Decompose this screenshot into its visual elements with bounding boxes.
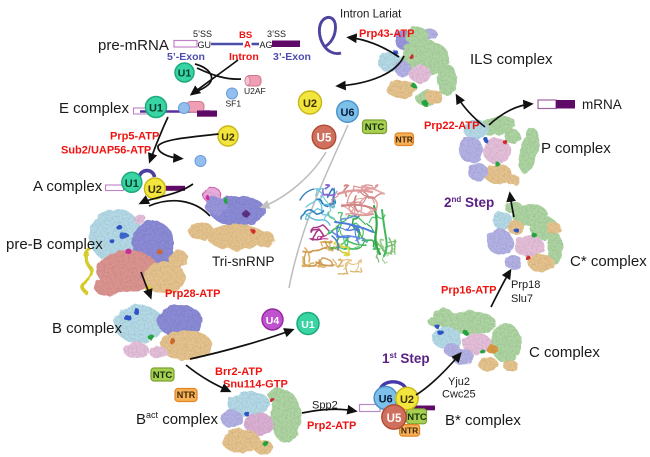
svg-text:A: A: [244, 40, 251, 51]
svg-text:Snu114-GTP: Snu114-GTP: [223, 379, 288, 391]
svg-text:C complex: C complex: [529, 344, 600, 361]
svg-text:U4: U4: [266, 315, 280, 327]
svg-text:NTC: NTC: [407, 412, 427, 423]
svg-text:SF1: SF1: [226, 99, 242, 109]
svg-text:Prp16-ATP: Prp16-ATP: [441, 285, 496, 297]
svg-text:Intron: Intron: [229, 51, 259, 63]
svg-text:Prp22-ATP: Prp22-ATP: [424, 120, 479, 132]
svg-text:NTC: NTC: [153, 370, 173, 381]
svg-text:pre-B complex: pre-B complex: [6, 236, 103, 253]
svg-text:NTR: NTR: [395, 134, 412, 144]
svg-text:3’-Exon: 3’-Exon: [273, 51, 311, 63]
svg-text:Slu7: Slu7: [511, 293, 533, 305]
svg-text:Prp43-ATP: Prp43-ATP: [359, 28, 414, 40]
svg-text:NTR: NTR: [401, 426, 418, 436]
svg-text:U1: U1: [301, 319, 315, 331]
svg-text:3’SS: 3’SS: [267, 29, 286, 39]
svg-text:U1: U1: [149, 103, 163, 115]
svg-text:Intron Lariat: Intron Lariat: [340, 9, 402, 21]
svg-text:NTR: NTR: [177, 390, 196, 400]
svg-text:mRNA: mRNA: [582, 97, 622, 112]
svg-text:U5: U5: [387, 413, 402, 425]
svg-text:U2: U2: [400, 394, 414, 406]
svg-text:A complex: A complex: [33, 178, 103, 195]
svg-text:U1: U1: [178, 68, 192, 80]
svg-text:GU: GU: [198, 40, 212, 50]
svg-text:Prp28-ATP: Prp28-ATP: [165, 288, 220, 300]
svg-text:U2AF: U2AF: [244, 86, 266, 96]
svg-text:U2: U2: [148, 184, 162, 196]
svg-text:Brr2-ATP: Brr2-ATP: [215, 366, 262, 378]
svg-text:U5: U5: [317, 133, 332, 145]
svg-text:P complex: P complex: [541, 140, 611, 157]
svg-text:AG: AG: [260, 40, 273, 50]
svg-text:U6: U6: [340, 107, 354, 119]
svg-text:BS: BS: [239, 30, 252, 41]
svg-text:ILS complex: ILS complex: [470, 51, 553, 68]
svg-text:NTC: NTC: [365, 122, 385, 133]
svg-text:U2: U2: [221, 132, 235, 144]
svg-text:Tri-snRNP: Tri-snRNP: [212, 254, 275, 269]
svg-text:Sub2/UAP56-ATP: Sub2/UAP56-ATP: [61, 145, 151, 157]
svg-text:C* complex: C* complex: [570, 253, 647, 270]
svg-text:1st Step: 1st Step: [382, 351, 430, 366]
svg-text:B* complex: B* complex: [445, 412, 521, 429]
svg-text:5’SS: 5’SS: [193, 29, 212, 39]
svg-text:E complex: E complex: [59, 100, 130, 117]
svg-text:Cwc25: Cwc25: [442, 389, 476, 401]
svg-text:5’-Exon: 5’-Exon: [167, 51, 205, 63]
svg-text:Prp2-ATP: Prp2-ATP: [307, 420, 356, 432]
svg-text:U2: U2: [303, 98, 317, 110]
svg-text:B complex: B complex: [52, 320, 123, 337]
svg-text:Prp18: Prp18: [511, 279, 540, 291]
svg-text:U1: U1: [125, 178, 139, 190]
svg-text:U6: U6: [379, 394, 393, 406]
svg-text:Prp5-ATP: Prp5-ATP: [110, 131, 159, 143]
svg-text:Yju2: Yju2: [448, 376, 470, 388]
svg-text:pre-mRNA: pre-mRNA: [98, 37, 169, 54]
svg-text:Spp2: Spp2: [312, 400, 338, 412]
